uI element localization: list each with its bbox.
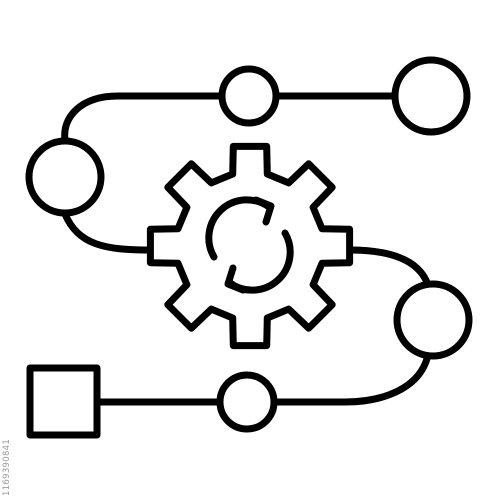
top-middle-node-circle	[218, 65, 280, 127]
start-node-square	[26, 364, 101, 439]
gear-icon	[146, 142, 354, 350]
refresh-arrow-lower-head	[224, 264, 247, 294]
top-right-node-circle	[391, 56, 471, 136]
connector-line	[61, 92, 432, 406]
bottom-middle-node-circle	[216, 371, 278, 433]
refresh-arrow-upper-head	[252, 196, 275, 226]
left-node-circle	[25, 137, 105, 217]
right-node-circle	[393, 280, 473, 360]
stock-id-watermark: 1169390841	[2, 438, 12, 496]
